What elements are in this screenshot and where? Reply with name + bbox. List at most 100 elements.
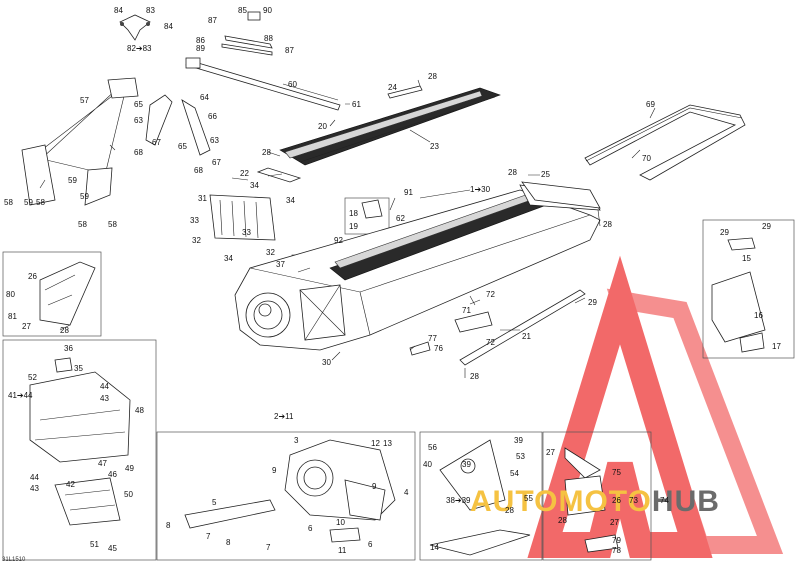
callout-38-39: 38➔39 — [446, 496, 471, 505]
callout-34b: 34 — [286, 196, 295, 205]
rail-21 — [459, 289, 586, 366]
callout-56: 56 — [428, 443, 437, 452]
callout-80: 80 — [6, 290, 15, 299]
callout-28d: 28 — [603, 220, 612, 229]
callout-27c: 27 — [610, 518, 619, 527]
callout-84a: 84 — [114, 6, 123, 15]
callout-26b: 26 — [612, 496, 621, 505]
callout-36: 36 — [64, 344, 73, 353]
callout-31: 31 — [198, 194, 207, 203]
callout-69: 69 — [646, 100, 655, 109]
rod-60 — [185, 57, 341, 111]
watermark-logo — [527, 255, 784, 558]
callout-34a: 34 — [250, 181, 259, 190]
callout-71: 71 — [462, 306, 471, 315]
callout-6a: 6 — [308, 524, 313, 533]
callout-12: 12 — [371, 439, 380, 448]
bracket-16 — [711, 237, 766, 353]
callout-50: 50 — [124, 490, 133, 499]
callout-51: 51 — [90, 540, 99, 549]
callout-5: 5 — [212, 498, 217, 507]
box-bracket-15-17 — [702, 219, 795, 359]
callout-20: 20 — [318, 122, 327, 131]
callout-32a: 32 — [192, 236, 201, 245]
callout-66: 66 — [208, 112, 217, 121]
callout-44a: 44 — [100, 382, 109, 391]
callout-1-30: 1➔30 — [470, 185, 491, 194]
callout-58c: 58 — [78, 220, 87, 229]
callout-68a: 68 — [134, 148, 143, 157]
callout-7b: 7 — [266, 543, 271, 552]
callout-22: 22 — [240, 169, 249, 178]
callout-65b: 65 — [178, 142, 187, 151]
callout-72a: 72 — [486, 290, 495, 299]
callout-75: 75 — [612, 468, 621, 477]
callout-70: 70 — [642, 154, 651, 163]
callout-55: 55 — [524, 494, 533, 503]
callout-28a: 28 — [428, 72, 437, 81]
callout-30: 30 — [322, 358, 331, 367]
callout-78: 78 — [612, 546, 621, 555]
callout-42: 42 — [66, 480, 75, 489]
callout-25: 25 — [541, 170, 550, 179]
callout-2-11: 2➔11 — [274, 412, 294, 421]
callout-88: 88 — [264, 34, 273, 43]
callout-76: 76 — [434, 344, 443, 353]
tunnel-main — [234, 184, 601, 351]
callout-59a: 59 — [68, 176, 77, 185]
support-63 — [145, 94, 211, 156]
callout-35: 35 — [74, 364, 83, 373]
callout-29a: 29 — [720, 228, 729, 237]
callout-58b: 58 — [36, 198, 45, 207]
callout-8a: 8 — [166, 521, 171, 530]
callout-82-83: 82➔83 — [127, 44, 152, 53]
callout-32b: 32 — [266, 248, 275, 257]
runner-23 — [279, 87, 501, 166]
callout-45: 45 — [108, 544, 117, 553]
callout-61: 61 — [352, 100, 361, 109]
callout-13: 13 — [383, 439, 392, 448]
bracket-76 — [409, 341, 431, 356]
callout-28c: 28 — [508, 168, 517, 177]
callout-63b: 63 — [210, 136, 219, 145]
callout-49: 49 — [125, 464, 134, 473]
callout-67b: 67 — [212, 158, 221, 167]
callout-40: 40 — [423, 460, 432, 469]
callout-19: 19 — [349, 222, 358, 231]
callout-58a: 58 — [4, 198, 13, 207]
callout-14: 14 — [430, 543, 439, 552]
callout-28b: 28 — [262, 148, 271, 157]
callout-6b: 6 — [368, 540, 373, 549]
callout-34c: 34 — [224, 254, 233, 263]
bracket-26 — [39, 261, 96, 326]
box-bracket-26 — [2, 251, 102, 337]
callout-37: 37 — [276, 260, 285, 269]
callout-39b: 39 — [462, 460, 471, 469]
callout-81: 81 — [8, 312, 17, 321]
callout-63a: 63 — [134, 116, 143, 125]
callout-43b: 43 — [30, 484, 39, 493]
steering-post-86 — [221, 11, 273, 56]
plate-31 — [209, 167, 302, 241]
callout-84b: 84 — [164, 22, 173, 31]
callout-28g: 28 — [505, 506, 514, 515]
callout-29c: 29 — [588, 298, 597, 307]
bracket-82 — [119, 14, 151, 41]
callout-9b: 9 — [372, 482, 377, 491]
box-frame-2-11 — [156, 431, 416, 561]
callout-33b: 33 — [242, 228, 251, 237]
callout-83a: 83 — [146, 6, 155, 15]
callout-24: 24 — [388, 83, 397, 92]
diagram-code: 31L1510 — [2, 557, 26, 563]
callout-86: 86 — [196, 36, 205, 45]
callout-18: 18 — [349, 209, 358, 218]
callout-43a: 43 — [100, 394, 109, 403]
callout-58d: 58 — [108, 220, 117, 229]
tunnel-front-41 — [29, 357, 131, 526]
callout-57: 57 — [80, 96, 89, 105]
callout-72b: 72 — [486, 338, 495, 347]
callout-8b: 8 — [226, 538, 231, 547]
watermark-text: AUTOMOTOHUB — [470, 485, 720, 518]
